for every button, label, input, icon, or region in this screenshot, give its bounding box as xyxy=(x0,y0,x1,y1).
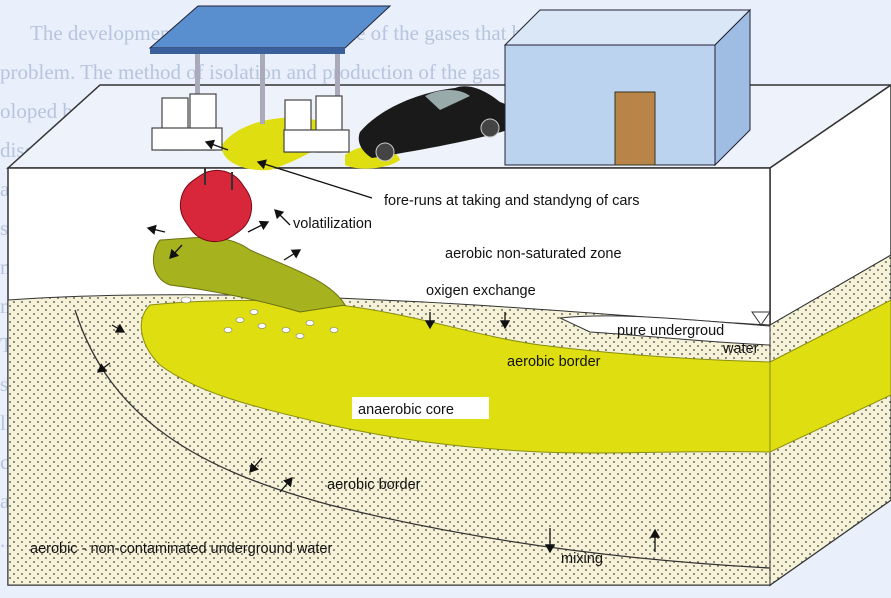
contaminant-plume xyxy=(140,296,891,454)
label-mixing: mixing xyxy=(561,551,603,567)
building-door xyxy=(614,91,656,166)
aquifer-boundary xyxy=(74,309,771,569)
plume-side xyxy=(769,299,891,453)
label-non-contaminated: aerobic - non-contaminated underground w… xyxy=(30,541,332,557)
label-aerobic-border-lower: aerobic border xyxy=(327,477,421,493)
car xyxy=(358,86,521,162)
building xyxy=(503,8,752,167)
label-aerobic-border-upper: aerobic border xyxy=(507,354,601,370)
label-oxygen-exchange: oxigen exchange xyxy=(426,283,536,299)
bubbles xyxy=(180,296,339,339)
label-pure-water-1: pure undergroud xyxy=(617,323,724,339)
water-level-marker xyxy=(751,311,771,326)
label-anaerobic-core: anaerobic core xyxy=(358,402,454,418)
label-volatilization: volatilization xyxy=(293,216,372,232)
fuel-pumps xyxy=(151,93,350,153)
leak-column xyxy=(152,236,346,313)
pure-water-patch xyxy=(558,315,771,346)
anaerobic-label-box xyxy=(352,397,489,419)
label-pure-water-2: water xyxy=(722,341,759,357)
label-aerobic-zone: aerobic non-saturated zone xyxy=(445,246,622,262)
arrows xyxy=(96,139,661,554)
underground-tank xyxy=(179,168,253,243)
water-table-line xyxy=(769,254,891,326)
label-fore-runs: fore-runs at taking and standyng of cars xyxy=(384,193,640,209)
gas-station-canopy xyxy=(148,5,392,124)
